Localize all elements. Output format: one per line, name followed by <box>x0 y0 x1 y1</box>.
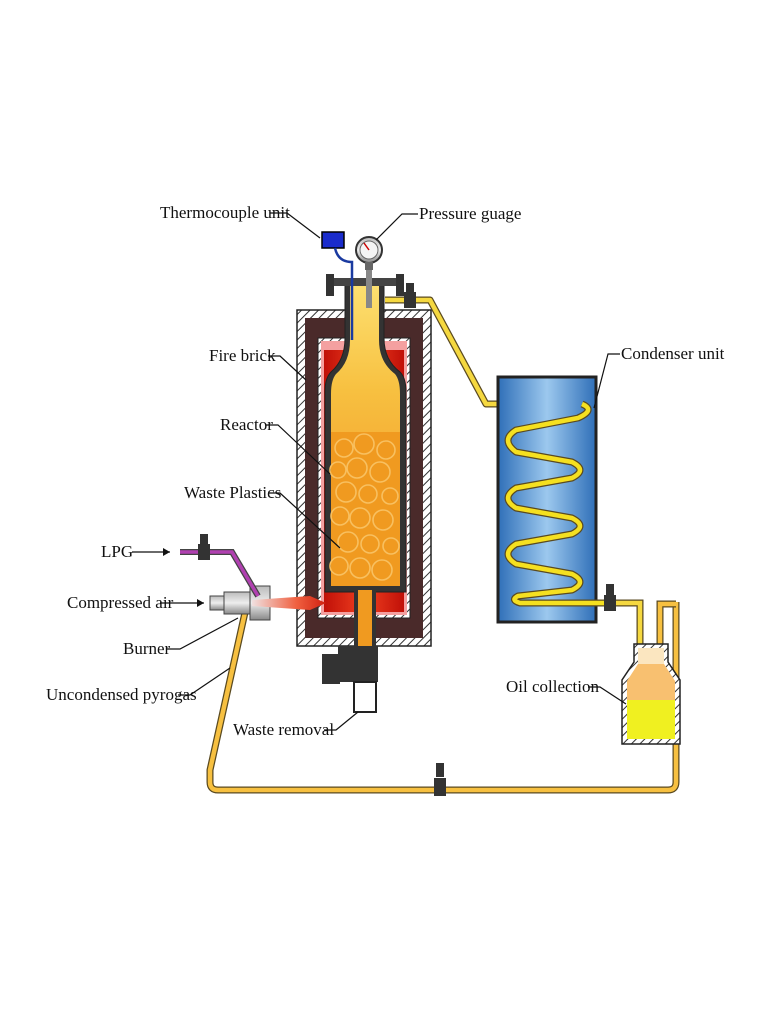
reactor <box>324 281 407 646</box>
pyrogas-return-pipe <box>206 602 680 796</box>
label-oil-collection: Oil collection <box>506 677 627 705</box>
svg-text:Reactor: Reactor <box>220 415 273 434</box>
label-compressed-air: Compressed air <box>67 593 204 612</box>
svg-text:LPG: LPG <box>101 542 133 561</box>
oil-collection-bottle <box>621 643 681 745</box>
svg-text:Thermocouple unit: Thermocouple unit <box>160 203 290 222</box>
label-fire-brick: Fire brick <box>209 346 307 381</box>
svg-text:Waste Plastics: Waste Plastics <box>184 483 281 502</box>
waste-removal-valve <box>322 646 378 713</box>
label-waste-removal: Waste removal <box>233 711 359 739</box>
label-pyrogas: Uncondensed pyrogas <box>46 667 231 704</box>
top-flange <box>326 274 404 296</box>
label-waste-plastics: Waste Plastics <box>184 483 341 549</box>
svg-text:Fire brick: Fire brick <box>209 346 276 365</box>
lpg-line <box>180 534 261 598</box>
burner <box>209 585 326 621</box>
label-burner: Burner <box>123 617 239 658</box>
label-thermocouple: Thermocouple unit <box>160 203 321 239</box>
label-reactor: Reactor <box>220 415 331 475</box>
svg-text:Burner: Burner <box>123 639 171 658</box>
svg-text:Uncondensed pyrogas: Uncondensed pyrogas <box>46 685 197 704</box>
thermocouple-unit <box>321 231 354 340</box>
oil-line <box>604 584 676 650</box>
pressure-gauge <box>355 236 383 308</box>
label-condenser: Condenser unit <box>593 344 725 409</box>
svg-text:Compressed air: Compressed air <box>67 593 174 612</box>
svg-text:Condenser unit: Condenser unit <box>621 344 725 363</box>
condenser <box>496 375 614 624</box>
label-lpg: LPG <box>101 542 170 561</box>
label-pressure: Pressure guage <box>375 204 521 241</box>
svg-text:Pressure guage: Pressure guage <box>419 204 521 223</box>
waste-plastics <box>329 432 400 586</box>
svg-text:Waste removal: Waste removal <box>233 720 334 739</box>
svg-text:Oil collection: Oil collection <box>506 677 600 696</box>
